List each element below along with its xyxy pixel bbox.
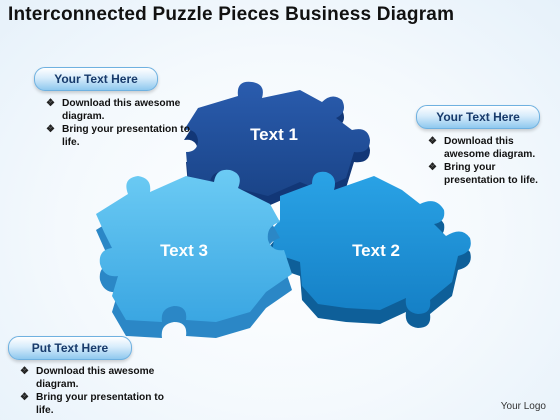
page-title: Interconnected Puzzle Pieces Business Di… [8,4,455,25]
puzzle-piece-3 [96,169,292,338]
diamond-bullet-icon: ❖ [428,136,437,147]
diamond-bullet-icon: ❖ [20,392,29,403]
list-item: ❖Download this awesome diagram. [428,136,536,160]
list-item: ❖Bring your presentation to life. [428,162,538,186]
callout-right-list: ❖Download this awesome diagram. ❖Bring y… [426,135,554,187]
callout-left-top-heading: Your Text Here [34,67,158,91]
logo-text: Your Logo [500,401,546,412]
list-item: ❖Download this awesome diagram. [20,366,155,390]
callout-left-bottom-heading: Put Text Here [8,336,132,360]
callout-left-top-list: ❖Download this awesome diagram. ❖Bring y… [44,97,194,149]
callout-right-heading: Your Text Here [416,105,540,129]
list-item: ❖Bring your presentation to life. [20,392,164,416]
diamond-bullet-icon: ❖ [428,162,437,173]
callout-left-bottom-list: ❖Download this awesome diagram. ❖Bring y… [18,365,168,417]
diamond-bullet-icon: ❖ [46,124,55,135]
list-item: ❖Bring your presentation to life. [46,124,190,148]
puzzle-piece-2 [268,171,471,328]
diamond-bullet-icon: ❖ [46,98,55,109]
piece-3-label: Text 3 [160,241,208,260]
piece-1-label: Text 1 [250,125,298,144]
piece-2-label: Text 2 [352,241,400,260]
diamond-bullet-icon: ❖ [20,366,29,377]
list-item: ❖Download this awesome diagram. [46,98,181,122]
